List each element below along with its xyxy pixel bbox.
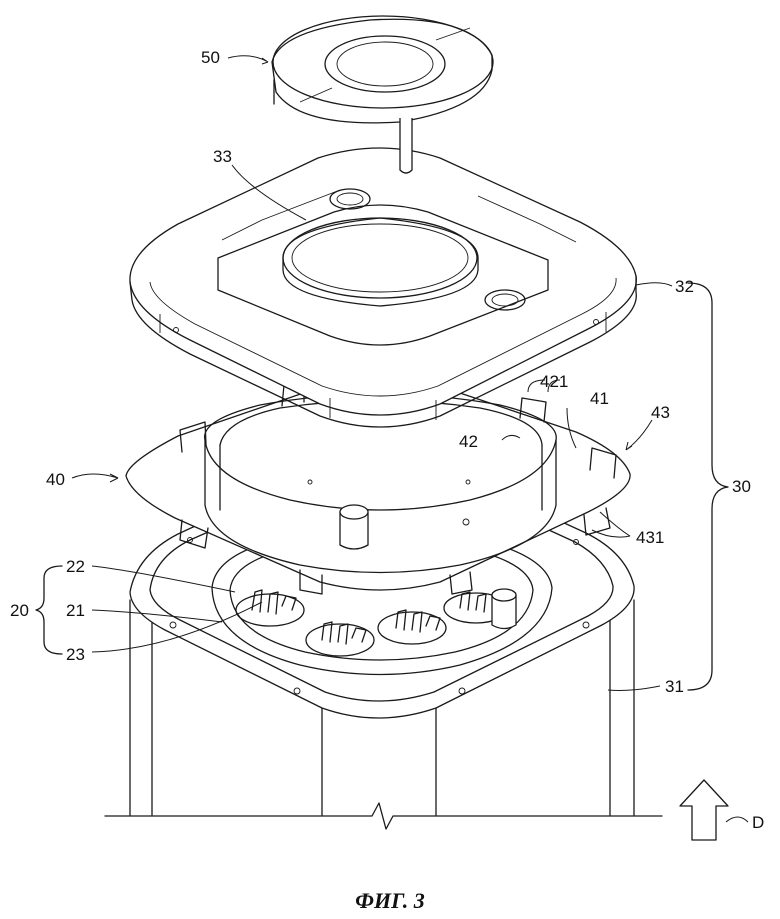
- label-33: 33: [213, 147, 232, 166]
- label-20: 20: [10, 601, 29, 620]
- figure-caption: ФИГ. 3: [355, 888, 424, 913]
- label-41: 41: [590, 389, 609, 408]
- label-23: 23: [66, 645, 85, 664]
- label-421: 421: [540, 372, 568, 391]
- arrow-up-icon: [680, 780, 728, 840]
- label-42: 42: [459, 432, 478, 451]
- label-50: 50: [201, 48, 220, 67]
- label-21: 21: [66, 601, 85, 620]
- label-43: 43: [651, 403, 670, 422]
- label-30: 30: [732, 477, 751, 496]
- label-32: 32: [675, 277, 694, 296]
- label-40: 40: [46, 470, 65, 489]
- label-D: D: [752, 813, 764, 832]
- label-22: 22: [66, 557, 85, 576]
- label-31: 31: [665, 677, 684, 696]
- label-431: 431: [636, 528, 664, 547]
